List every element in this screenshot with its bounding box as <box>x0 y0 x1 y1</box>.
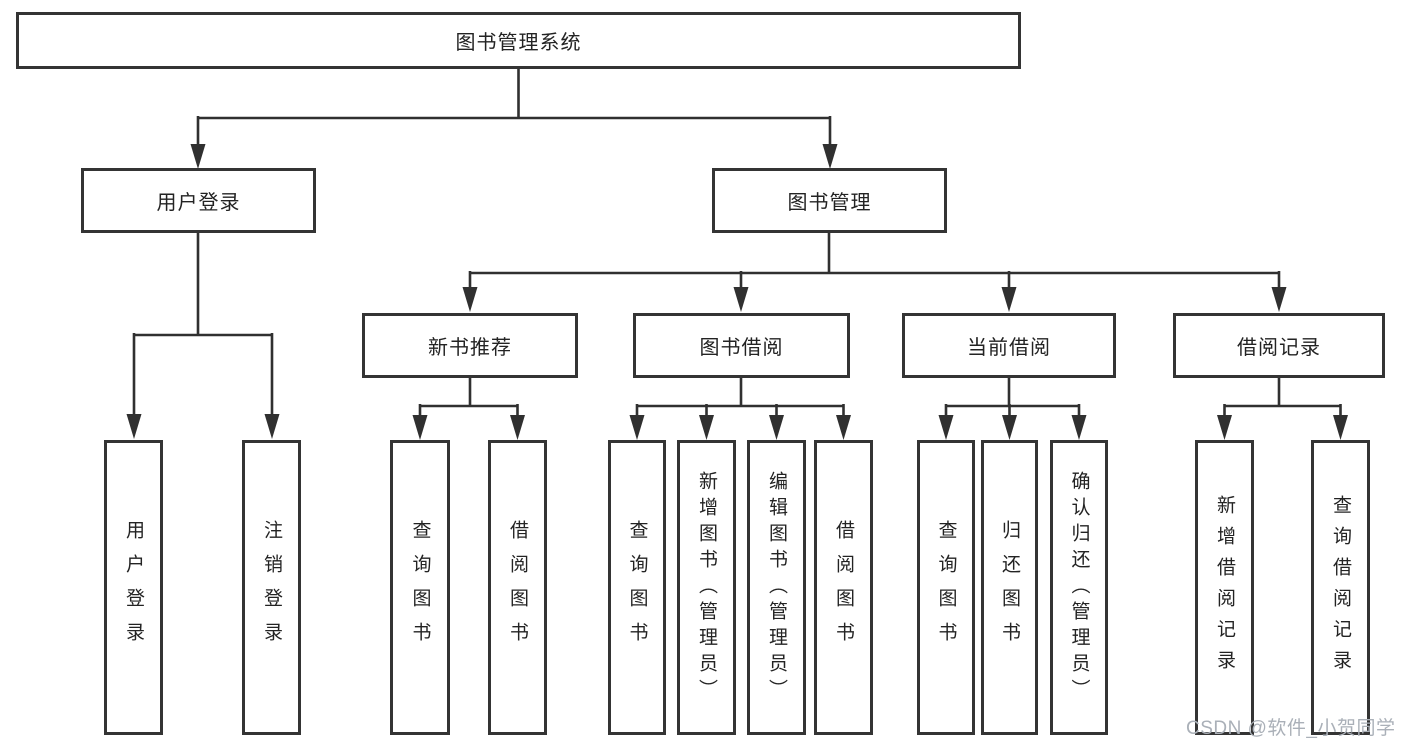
connector-new-rec-to-leaves <box>418 378 519 421</box>
leaf-query-books-recommend-label: 查询图书 <box>409 519 431 656</box>
leaf-query-books-borrowing-label: 查询图书 <box>626 519 648 656</box>
leaf-add-books-admin-label: 新增图书（管理员） <box>696 470 717 705</box>
leaf-query-borrow-record: 查询借阅记录 <box>1311 440 1370 735</box>
connector-root-to-level2 <box>196 69 832 146</box>
connector-current-to-leaves <box>944 378 1081 421</box>
leaf-borrow-books-recommend: 借阅图书 <box>488 440 547 735</box>
node-borrowing-records: 借阅记录 <box>1173 313 1385 378</box>
node-user-login: 用户登录 <box>81 168 316 233</box>
leaf-borrow-books-borrowing: 借阅图书 <box>814 440 873 735</box>
connector-user-login-to-leaves <box>132 233 274 419</box>
node-book-management: 图书管理 <box>712 168 947 233</box>
leaf-query-books-borrowing: 查询图书 <box>608 440 666 735</box>
leaf-logout-label: 注销登录 <box>261 519 282 656</box>
leaf-query-books-current: 查询图书 <box>917 440 975 735</box>
leaf-query-books-current-label: 查询图书 <box>935 519 957 656</box>
leaf-query-borrow-record-label: 查询借阅记录 <box>1330 494 1351 681</box>
leaf-add-borrow-record: 新增借阅记录 <box>1195 440 1254 735</box>
leaf-confirm-return-admin: 确认归还（管理员） <box>1050 440 1108 735</box>
leaf-user-login: 用户登录 <box>104 440 163 735</box>
watermark-text: CSDN @软件_小贺同学 <box>1186 718 1396 739</box>
leaf-borrow-books-borrowing-label: 借阅图书 <box>833 519 854 656</box>
leaf-borrow-books-recommend-label: 借阅图书 <box>507 519 528 656</box>
leaf-logout: 注销登录 <box>242 440 301 735</box>
leaf-return-books: 归还图书 <box>981 440 1038 735</box>
node-new-book-recommend: 新书推荐 <box>362 313 578 378</box>
node-book-borrowing: 图书借阅 <box>633 313 850 378</box>
leaf-confirm-return-admin-label: 确认归还（管理员） <box>1068 470 1090 705</box>
node-library-system: 图书管理系统 <box>16 12 1021 69</box>
connector-book-mgmt-to-level3 <box>468 233 1281 292</box>
connector-borrow-to-leaves <box>635 378 845 421</box>
node-current-borrowing: 当前借阅 <box>902 313 1116 378</box>
connector-records-to-leaves <box>1223 378 1342 421</box>
leaf-user-login-label: 用户登录 <box>123 519 144 656</box>
leaf-edit-books-admin-label: 编辑图书（管理员） <box>766 470 787 705</box>
leaf-edit-books-admin: 编辑图书（管理员） <box>747 440 806 735</box>
leaf-add-books-admin: 新增图书（管理员） <box>677 440 736 735</box>
leaf-return-books-label: 归还图书 <box>999 519 1020 656</box>
leaf-query-books-recommend: 查询图书 <box>390 440 450 735</box>
leaf-add-borrow-record-label: 新增借阅记录 <box>1214 494 1235 681</box>
